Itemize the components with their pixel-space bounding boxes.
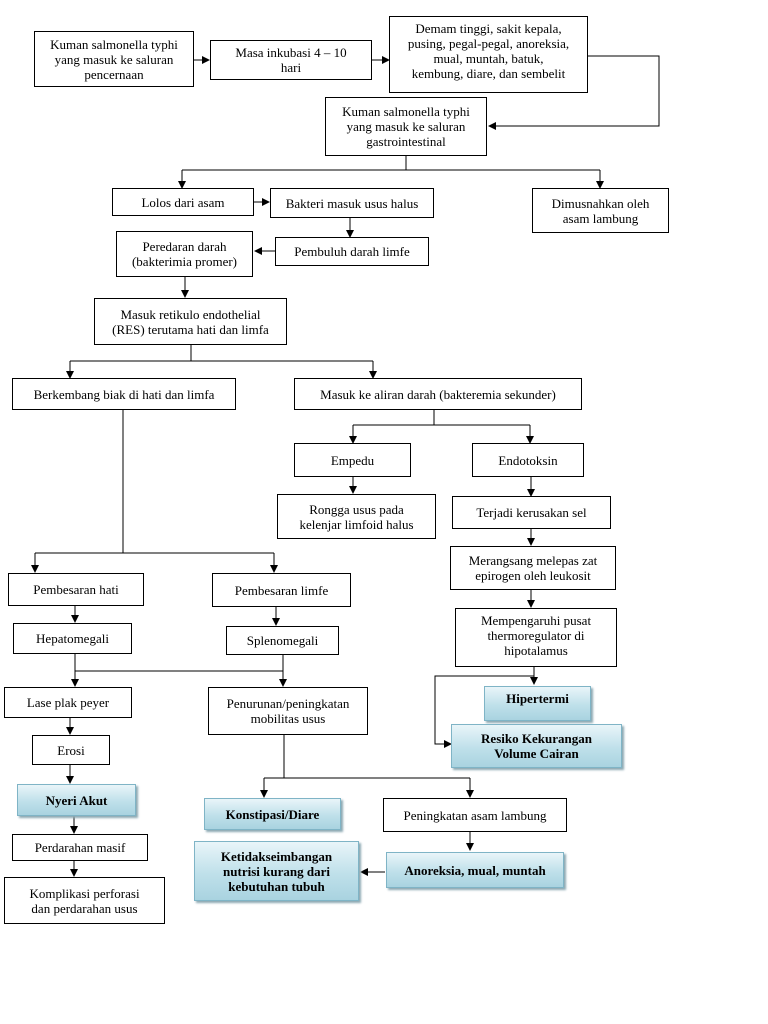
node-lolos-dari-asam: Lolos dari asam xyxy=(112,188,254,216)
node-endotoksin: Endotoksin xyxy=(472,443,584,477)
node-kerusakan-sel: Terjadi kerusakan sel xyxy=(452,496,611,529)
node-peredaran-darah: Peredaran darah (bakterimia promer) xyxy=(116,231,253,277)
node-gejala-demam: Demam tinggi, sakit kepala, pusing, pega… xyxy=(389,16,588,93)
node-hepatomegali: Hepatomegali xyxy=(13,623,132,654)
node-pembuluh-darah-limfe: Pembuluh darah limfe xyxy=(275,237,429,266)
node-dimusnahkan-asam-lambung: Dimusnahkan oleh asam lambung xyxy=(532,188,669,233)
node-rongga-usus: Rongga usus pada kelenjar limfoid halus xyxy=(277,494,436,539)
node-komplikasi-perforasi: Komplikasi perforasi dan perdarahan usus xyxy=(4,877,165,924)
node-bakteri-usus-halus: Bakteri masuk usus halus xyxy=(270,188,434,218)
node-peningkatan-asam-lambung: Peningkatan asam lambung xyxy=(383,798,567,832)
node-splenomegali: Splenomegali xyxy=(226,626,339,655)
node-lase-plak-peyer: Lase plak peyer xyxy=(4,687,132,718)
diagnosis-konstipasi-diare: Konstipasi/Diare xyxy=(204,798,341,830)
node-thermoregulator: Mempengaruhi pusat thermoregulator di hi… xyxy=(455,608,617,667)
diagnosis-hipertermi: Hipertermi xyxy=(484,686,591,721)
node-aliran-darah-sekunder: Masuk ke aliran darah (bakteremia sekund… xyxy=(294,378,582,410)
node-epirogen: Merangsang melepas zat epirogen oleh leu… xyxy=(450,546,616,590)
node-berkembang-biak: Berkembang biak di hati dan limfa xyxy=(12,378,236,410)
node-kuman-gastrointestinal: Kuman salmonella typhi yang masuk ke sal… xyxy=(325,97,487,156)
node-empedu: Empedu xyxy=(294,443,411,477)
node-mobilitas-usus: Penurunan/peningkatan mobilitas usus xyxy=(208,687,368,735)
diagnosis-nyeri-akut: Nyeri Akut xyxy=(17,784,136,816)
node-perdarahan-masif: Perdarahan masif xyxy=(12,834,148,861)
node-masa-inkubasi: Masa inkubasi 4 – 10 hari xyxy=(210,40,372,80)
node-erosi: Erosi xyxy=(32,735,110,765)
diagnosis-ketidakseimbangan-nutrisi: Ketidakseimbangan nutrisi kurang dari ke… xyxy=(194,841,359,901)
node-pembesaran-limfe: Pembesaran limfe xyxy=(212,573,351,607)
node-kuman-pencernaan: Kuman salmonella typhi yang masuk ke sal… xyxy=(34,31,194,87)
node-masuk-retikulo: Masuk retikulo endothelial (RES) terutam… xyxy=(94,298,287,345)
diagnosis-resiko-kekurangan-volume-cairan: Resiko Kekurangan Volume Cairan xyxy=(451,724,622,768)
node-pembesaran-hati: Pembesaran hati xyxy=(8,573,144,606)
node-anoreksia-mual-muntah: Anoreksia, mual, muntah xyxy=(386,852,564,888)
